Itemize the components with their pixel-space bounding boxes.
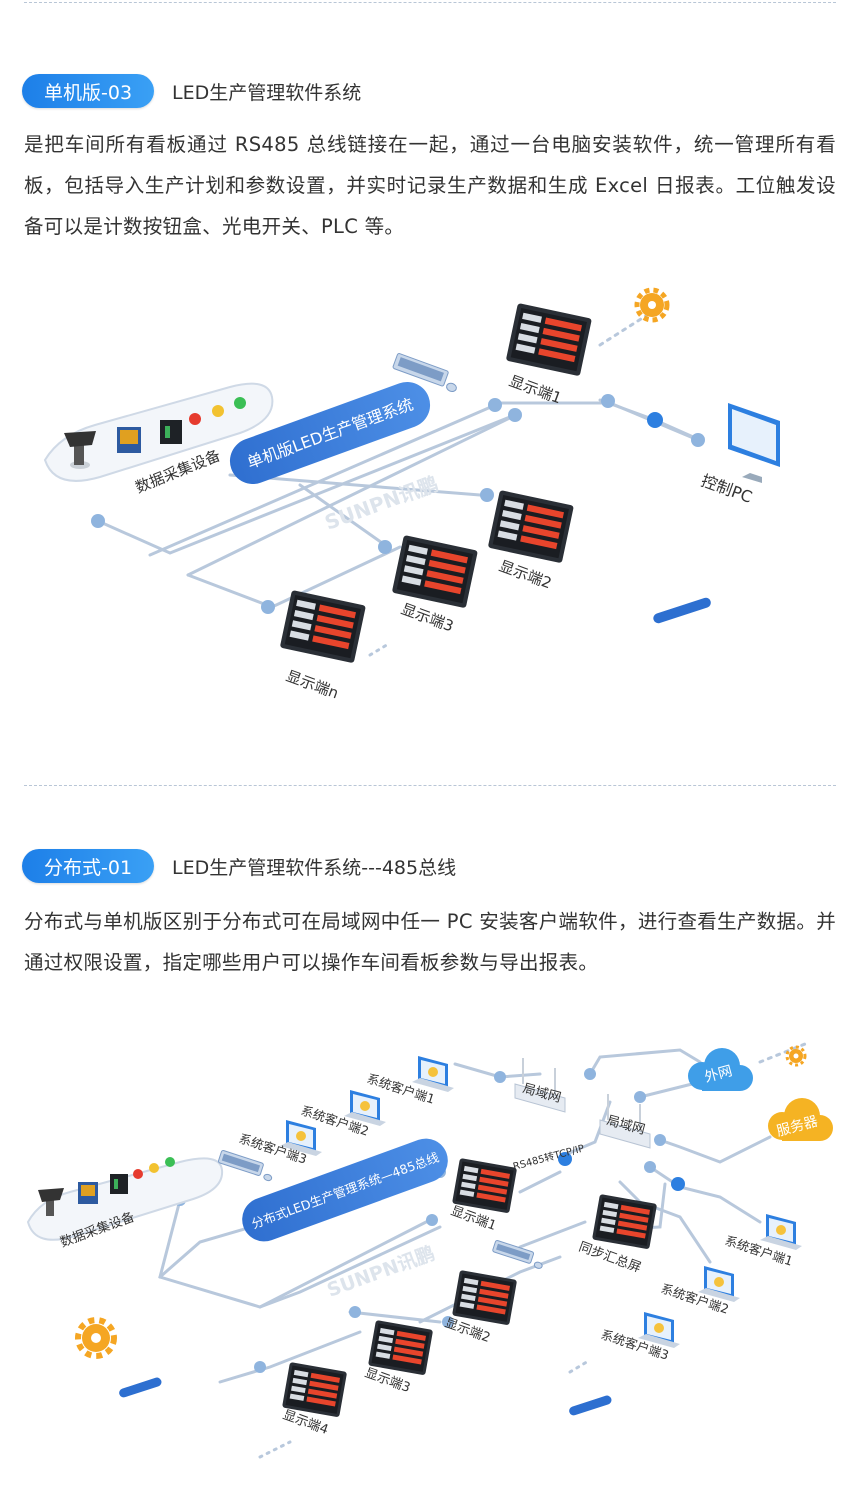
decor-bar <box>653 597 711 624</box>
sync-summary-screen <box>592 1194 658 1250</box>
server-cloud-icon <box>768 1098 833 1141</box>
decor-bar <box>569 1395 612 1416</box>
green-button-icon <box>234 397 246 409</box>
section1-paragraph: 是把车间所有看板通过 RS485 总线链接在一起，通过一台电脑安装软件，统一管理… <box>24 133 836 238</box>
count-button-box-icon <box>117 427 141 453</box>
red-button-icon <box>133 1169 143 1179</box>
display-3 <box>391 535 478 609</box>
internet-label: 外网 <box>703 1063 734 1086</box>
internet-cloud-icon <box>688 1048 753 1091</box>
control-pc-icon <box>728 403 780 483</box>
top-divider <box>24 2 836 3</box>
barcode-scanner-icon <box>64 431 96 469</box>
section2-title: LED生产管理软件系统---485总线 <box>172 856 457 879</box>
system-label: 分布式LED生产管理系统—485总线 <box>249 1149 441 1231</box>
section2-diagram: 数据采集设备 分布式LED生产管理系统—485总线 SUNPN讯鹏 系统客户端1… <box>26 1040 833 1459</box>
bus-nodes <box>91 394 705 614</box>
display-3-label: 显示端3 <box>399 600 456 636</box>
yellow-button-icon <box>149 1163 159 1173</box>
count-button-box-icon <box>78 1182 98 1204</box>
section2-header: 分布式-01 LED生产管理软件系统---485总线 <box>22 848 456 884</box>
section2-badge: 分布式-01 <box>22 849 155 883</box>
section1-badge: 单机版-03 <box>22 74 155 108</box>
green-button-icon <box>165 1157 175 1167</box>
network-nodes <box>174 1068 685 1373</box>
section1-header: 单机版-03 LED生产管理软件系统 <box>22 73 361 109</box>
display-1 <box>452 1158 518 1214</box>
yellow-button-icon <box>212 405 224 417</box>
display-1 <box>505 303 592 377</box>
converter-label: RS485转TCP/IP <box>511 1141 585 1173</box>
decor-bar <box>119 1377 162 1398</box>
keyboard-icon <box>492 1240 543 1269</box>
display-n-label: 显示端n <box>284 667 341 703</box>
gear-icon <box>75 1317 117 1359</box>
data-collector-group: 数据采集设备 <box>43 382 274 497</box>
display-3 <box>368 1320 434 1376</box>
plc-icon <box>110 1174 128 1194</box>
barcode-scanner-icon <box>38 1188 64 1216</box>
keyboard-icon <box>392 353 457 392</box>
gear-icon <box>785 1045 807 1067</box>
display-2-label: 显示端2 <box>497 557 554 593</box>
network-lines <box>158 1040 812 1459</box>
keyboard-icon <box>218 1150 273 1182</box>
gear-icon <box>634 287 670 323</box>
red-button-icon <box>189 413 201 425</box>
data-collector-group: 数据采集设备 <box>26 1157 224 1251</box>
section2-paragraph: 分布式与单机版区别于分布式可在局域网中任一 PC 安装客户端软件，进行查看生产数… <box>24 910 836 974</box>
display-2 <box>487 490 574 564</box>
display-n <box>279 590 366 664</box>
section1-diagram: 数据采集设备 单机版LED生产管理系统 SUNPN讯鹏 控制PC 显示端1 显示… <box>43 287 780 703</box>
middle-divider <box>24 785 836 786</box>
plc-icon <box>160 420 182 444</box>
section1-title: LED生产管理软件系统 <box>172 81 362 104</box>
